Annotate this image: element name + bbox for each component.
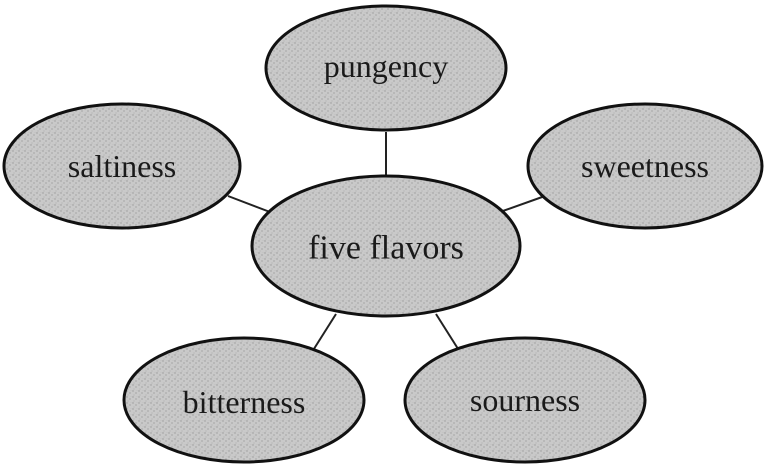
- node-five-flavors-ellipse: [250, 174, 522, 318]
- connector-saltiness: [227, 195, 271, 213]
- node-sweetness: sweetness: [526, 102, 764, 230]
- node-pungency: pungency: [264, 4, 508, 132]
- connector-sourness: [435, 313, 461, 353]
- node-five-flavors-label: five flavors: [308, 230, 464, 267]
- node-sweetness-label: sweetness: [581, 148, 709, 184]
- node-saltiness: saltiness: [2, 102, 242, 230]
- node-sourness-label: sourness: [470, 382, 580, 418]
- node-bitterness-label: bitterness: [183, 384, 306, 420]
- connector-bitterness: [311, 313, 337, 353]
- node-bitterness: bitterness: [122, 336, 366, 464]
- node-sourness: sourness: [403, 336, 647, 464]
- node-five-flavors: five flavors: [250, 174, 522, 318]
- node-pungency-label: pungency: [324, 48, 448, 84]
- connector-sweetness: [499, 195, 546, 213]
- node-saltiness-ellipse: [2, 102, 242, 230]
- node-bitterness-ellipse: [122, 336, 366, 464]
- node-sweetness-ellipse: [526, 102, 764, 230]
- node-sourness-ellipse: [403, 336, 647, 464]
- node-pungency-ellipse: [264, 4, 508, 132]
- node-saltiness-label: saltiness: [68, 148, 176, 184]
